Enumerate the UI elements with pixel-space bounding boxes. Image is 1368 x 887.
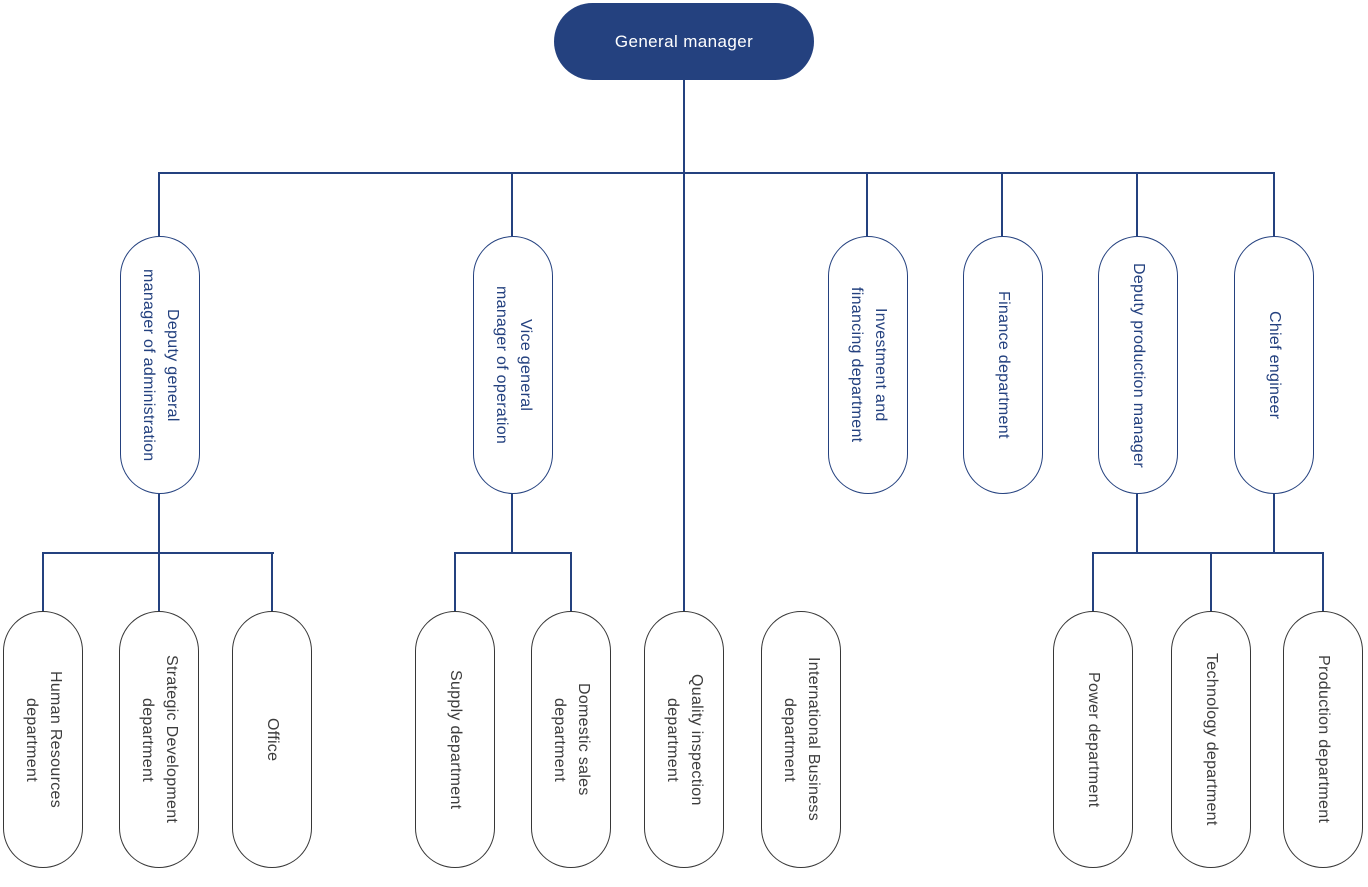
connector-vice-bus — [454, 552, 572, 554]
node-quality-inspection-department[interactable]: Quality inspection department — [644, 611, 724, 868]
node-international-business-department[interactable]: International Business department — [761, 611, 841, 868]
node-label: General manager — [614, 31, 754, 51]
connector-drop-domestic — [570, 552, 572, 611]
node-label: Technology department — [1203, 653, 1220, 826]
connector-drop-power — [1092, 552, 1094, 611]
node-investment-and-financing-department[interactable]: Investment and financing department — [828, 236, 908, 494]
node-label: Investment and financing department — [848, 287, 889, 443]
node-label: Human Resources department — [23, 671, 64, 808]
connector-drop-finance — [1001, 172, 1003, 236]
node-label: Deputy production manager — [1130, 262, 1147, 468]
node-office[interactable]: Office — [232, 611, 312, 868]
connector-drop-office — [271, 552, 273, 611]
node-label: Supply department — [447, 669, 464, 810]
connector-drop-investment — [866, 172, 868, 236]
node-label: Deputy general manager of administration — [140, 268, 181, 462]
node-general-manager[interactable]: General manager — [554, 3, 814, 80]
connector-drop-supply — [454, 552, 456, 611]
node-vice-general-manager-of-operation[interactable]: Vice general manager of operation — [473, 236, 553, 494]
connector-drop-vice — [511, 172, 513, 236]
connector-drop-chief — [1273, 172, 1275, 236]
node-strategic-development-department[interactable]: Strategic Development department — [119, 611, 199, 868]
connector-drop-technology — [1210, 552, 1212, 611]
node-finance-department[interactable]: Finance department — [963, 236, 1043, 494]
node-label: Chief engineer — [1266, 310, 1283, 420]
node-label: International Business department — [781, 657, 822, 822]
node-label: Office — [264, 717, 281, 762]
connector-stem-vice — [511, 494, 513, 554]
node-label: Quality inspection department — [664, 673, 705, 806]
node-label: Finance department — [995, 291, 1012, 439]
node-deputy-general-manager-of-administration[interactable]: Deputy general manager of administration — [120, 236, 200, 494]
node-human-resources-department[interactable]: Human Resources department — [3, 611, 83, 868]
node-label: Production department — [1315, 655, 1332, 824]
node-production-department[interactable]: Production department — [1283, 611, 1363, 868]
node-label: Power department — [1085, 671, 1102, 808]
node-supply-department[interactable]: Supply department — [415, 611, 495, 868]
node-domestic-sales-department[interactable]: Domestic sales department — [531, 611, 611, 868]
node-label: Strategic Development department — [139, 655, 180, 824]
connector-production-bus — [1092, 552, 1324, 554]
connector-drop-production-manager — [1136, 172, 1138, 236]
node-label: Domestic sales department — [551, 683, 592, 796]
connector-drop-admin — [158, 172, 160, 236]
connector-stem-production-manager — [1136, 494, 1138, 554]
connector-stem-chief — [1273, 494, 1275, 554]
connector-root-to-quality — [683, 80, 685, 611]
node-power-department[interactable]: Power department — [1053, 611, 1133, 868]
connector-drop-hr — [42, 552, 44, 611]
node-label: Vice general manager of operation — [493, 285, 534, 445]
node-deputy-production-manager[interactable]: Deputy production manager — [1098, 236, 1178, 494]
connector-drop-production — [1322, 552, 1324, 611]
connector-level1-bus — [158, 172, 1275, 174]
node-technology-department[interactable]: Technology department — [1171, 611, 1251, 868]
connector-admin-bus — [42, 552, 274, 554]
node-chief-engineer[interactable]: Chief engineer — [1234, 236, 1314, 494]
